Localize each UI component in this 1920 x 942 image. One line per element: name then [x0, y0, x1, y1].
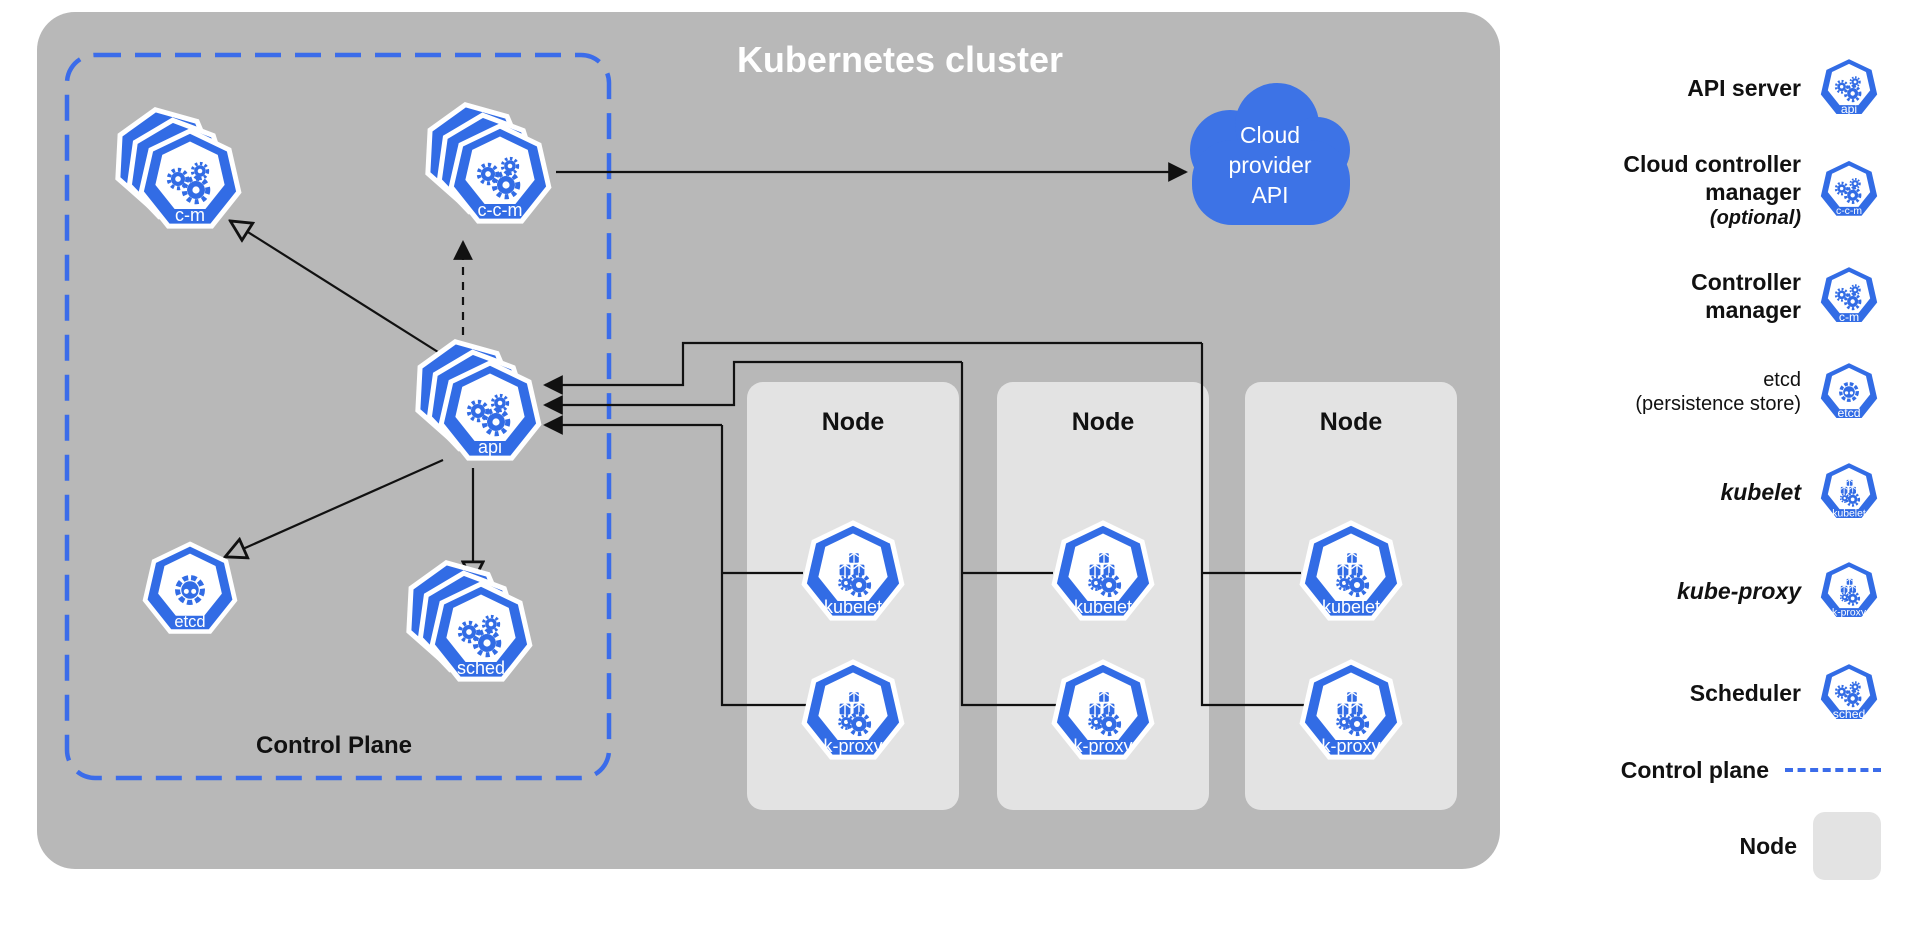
icon-label: kubelet	[1322, 597, 1380, 617]
legend-row-cloud-controller-manager: Cloud controller manager (optional) c-c-…	[1545, 150, 1881, 230]
legend-row-kubelet: kubelet kubelet	[1545, 459, 1881, 525]
legend-text: Node	[1739, 832, 1798, 859]
legend-label: etcd (persistence store)	[1635, 368, 1801, 417]
node-title: Node	[1072, 408, 1135, 436]
icon-label: k-proxy	[1321, 736, 1380, 756]
control-plane-dashed-line-sample	[1785, 767, 1881, 772]
kube-proxy-icon: k-proxy	[1302, 662, 1400, 757]
arrow-node3-to-api	[543, 341, 1202, 395]
cloud-label-line: API	[1251, 182, 1288, 208]
legend-label: kube-proxy	[1677, 577, 1801, 605]
icon-label: sched	[1833, 707, 1866, 721]
legend-row-scheduler: Scheduler sched	[1545, 660, 1881, 726]
cloud-controller-manager-icon: c-c-m	[1817, 157, 1881, 220]
node2-riser	[960, 362, 1060, 707]
control-plane-label: Control Plane	[256, 732, 412, 759]
legend-text: kube-proxy	[1677, 577, 1801, 604]
api-server-icon: api	[1817, 55, 1881, 118]
legend-row-api-server: API server api	[1545, 55, 1881, 121]
icon-label: sched	[457, 658, 505, 678]
legend-row-node: Node	[1545, 812, 1881, 880]
icon-label: c-c-m	[1836, 206, 1862, 217]
icon-label: k-proxy	[1832, 607, 1867, 618]
icon-label: c-c-m	[478, 200, 523, 220]
legend-text: Cloud controller	[1623, 150, 1801, 177]
legend-label: Control plane	[1621, 756, 1769, 784]
api-server-icon: api	[407, 333, 539, 458]
legend-label: kubelet	[1720, 478, 1801, 506]
legend-label: Node	[1740, 832, 1798, 860]
cluster-title: Kubernetes cluster	[737, 39, 1063, 80]
arrow-node2-to-api	[543, 360, 962, 415]
legend-text: etcd	[1763, 368, 1801, 391]
legend-label: Cloud controller manager (optional)	[1623, 150, 1801, 230]
legend-text: manager	[1705, 297, 1801, 323]
kubelet-icon: kubelet	[804, 523, 902, 618]
legend-row-controller-manager: Controller manager c-m	[1545, 263, 1881, 329]
icon-label: etcd	[1837, 406, 1860, 420]
node3-riser	[1200, 343, 1308, 707]
legend-text: kubelet	[1720, 478, 1801, 505]
cloud-shape	[1190, 83, 1350, 225]
arrow-api-to-controller-manager	[232, 222, 439, 353]
icon-label: kubelet	[1074, 597, 1132, 617]
legend-label: Scheduler	[1690, 679, 1801, 707]
arrow-api-to-etcd	[227, 458, 444, 556]
scheduler-icon: sched	[1817, 660, 1881, 723]
legend-label: API server	[1687, 74, 1801, 102]
kube-proxy-icon: k-proxy	[804, 662, 902, 757]
legend-text: API server	[1687, 74, 1801, 101]
legend-row-kube-proxy: kube-proxy k-proxy	[1545, 558, 1881, 624]
controller-manager-icon: c-m	[1817, 263, 1881, 326]
icon-label: etcd	[174, 612, 205, 631]
node-title: Node	[822, 408, 885, 436]
node-title: Node	[1320, 408, 1383, 436]
control-plane-box	[64, 52, 612, 781]
etcd-icon: etcd	[1817, 359, 1881, 422]
legend-text: (persistence store)	[1635, 393, 1801, 415]
legend-text: (optional)	[1709, 206, 1801, 229]
legend-text: Controller	[1691, 268, 1801, 295]
legend-text: Scheduler	[1689, 679, 1801, 706]
icon-label: k-proxy	[823, 736, 882, 756]
kubelet-icon: kubelet	[1817, 459, 1881, 522]
cloud-label-line: Cloud	[1240, 122, 1300, 148]
icon-label: k-proxy	[1073, 736, 1132, 756]
legend-row-etcd: etcd (persistence store) etcd	[1545, 359, 1881, 425]
controller-manager-icon: c-m	[107, 101, 239, 226]
legend-text: Control plane	[1620, 756, 1769, 783]
cloud-label-line: provider	[1228, 152, 1311, 178]
kubelet-icon: kubelet	[1054, 523, 1152, 618]
kube-proxy-icon: k-proxy	[1817, 558, 1881, 621]
etcd-icon: etcd	[145, 544, 235, 631]
legend-row-control-plane: Control plane	[1545, 756, 1881, 784]
node-box-sample	[1813, 812, 1881, 880]
icon-label: api	[478, 437, 502, 457]
icon-label: kubelet	[1832, 508, 1866, 519]
icon-label: kubelet	[824, 597, 882, 617]
kube-proxy-icon: k-proxy	[1054, 662, 1152, 757]
cloud-controller-manager-icon: c-c-m	[417, 96, 549, 221]
kubelet-icon: kubelet	[1302, 523, 1400, 618]
node1-riser	[720, 425, 810, 707]
icon-label: c-m	[175, 205, 205, 225]
icon-label: c-m	[1839, 310, 1859, 324]
legend-label: Controller manager	[1691, 268, 1801, 324]
scheduler-icon: sched	[398, 554, 530, 679]
legend-text: manager	[1705, 178, 1801, 205]
icon-label: api	[1841, 102, 1857, 116]
